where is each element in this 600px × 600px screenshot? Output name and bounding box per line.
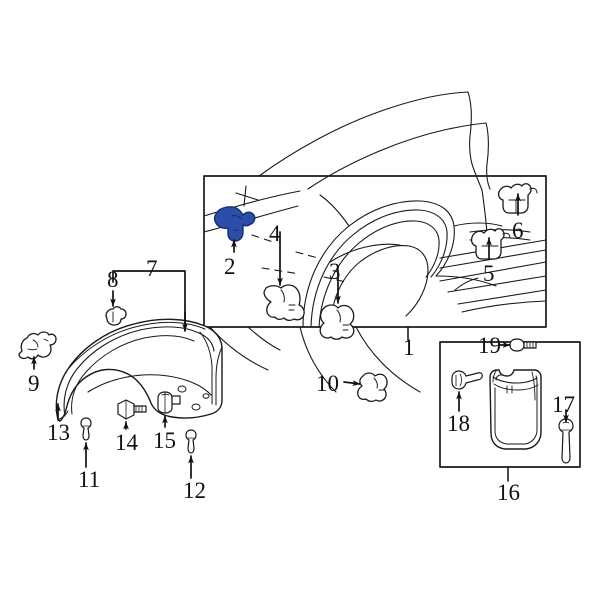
part-11-shape xyxy=(80,417,92,441)
part-10-shape xyxy=(357,372,388,403)
part-4-shape xyxy=(263,284,305,322)
part-14-shape xyxy=(117,399,147,420)
main-panel-frame xyxy=(203,175,547,328)
callout-2[interactable]: 2 xyxy=(224,254,236,279)
callout-6[interactable]: 6 xyxy=(512,218,524,243)
callout-17[interactable]: 17 xyxy=(552,392,575,417)
leader-lines xyxy=(31,193,569,482)
callout-3[interactable]: 3 xyxy=(329,259,341,284)
callout-14[interactable]: 14 xyxy=(115,430,138,455)
callout-10[interactable]: 10 xyxy=(316,371,339,396)
part-17-shape xyxy=(558,418,574,464)
callout-9[interactable]: 9 xyxy=(28,371,40,396)
callout-13[interactable]: 13 xyxy=(47,420,70,445)
part-12-shape xyxy=(185,429,197,454)
part-9-shape xyxy=(18,331,57,360)
part-18-shape xyxy=(451,370,483,390)
callout-11[interactable]: 11 xyxy=(78,467,101,492)
part-6-shape xyxy=(497,183,538,214)
part-5-shape xyxy=(470,228,511,260)
part-2-shape xyxy=(213,206,256,242)
callout-19[interactable]: 19 xyxy=(478,333,501,358)
callout-8[interactable]: 8 xyxy=(107,267,119,292)
callout-12[interactable]: 12 xyxy=(183,478,206,503)
part-15-shape xyxy=(157,391,181,414)
callout-1[interactable]: 1 xyxy=(403,335,415,360)
callout-4[interactable]: 4 xyxy=(269,221,281,246)
callout-16[interactable]: 16 xyxy=(497,480,520,505)
callout-18[interactable]: 18 xyxy=(447,411,470,436)
mudguard-shape xyxy=(489,369,542,450)
part-8-shape xyxy=(105,306,127,326)
vehicle-body-outline xyxy=(258,91,491,191)
callout-15[interactable]: 15 xyxy=(153,428,176,453)
leader-10 xyxy=(343,380,361,386)
part-3-shape xyxy=(319,304,355,340)
part-19-shape xyxy=(509,338,537,352)
leader-7-bracket xyxy=(112,270,186,331)
callout-5[interactable]: 5 xyxy=(483,261,495,286)
callout-7[interactable]: 7 xyxy=(146,256,158,281)
